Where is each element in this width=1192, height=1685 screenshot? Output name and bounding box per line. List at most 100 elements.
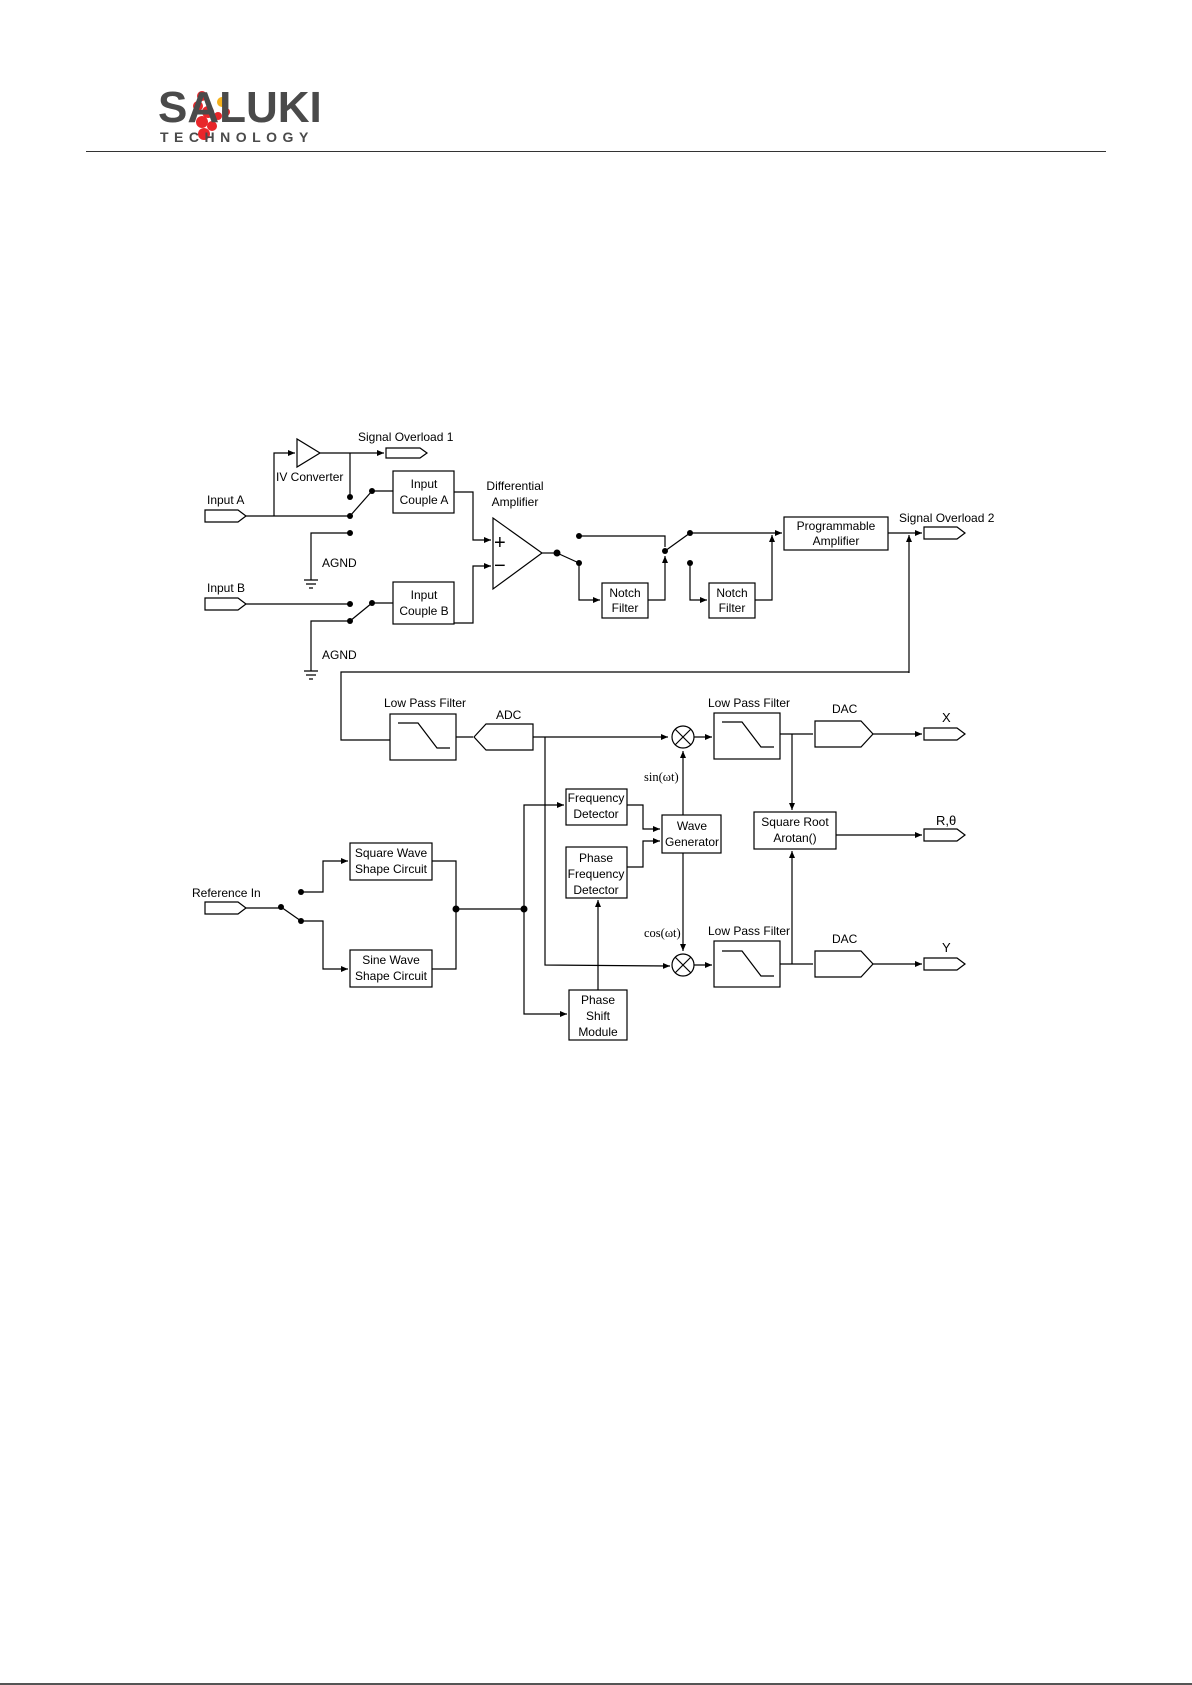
notch-filter-2-label: Filter <box>719 601 746 615</box>
input-b-port <box>204 597 247 611</box>
multiplier-y-icon <box>671 953 695 977</box>
low-pass-filter-y-box <box>713 940 781 988</box>
low-pass-filter-input-box <box>389 713 457 761</box>
programmable-amplifier-label: Programmable <box>797 519 876 533</box>
output-x-port <box>923 727 966 741</box>
frequency-detector-label: Frequency <box>568 791 625 805</box>
square-root-box <box>753 811 837 850</box>
plus-sign: + <box>494 532 506 554</box>
input-couple-a-label: Couple A <box>400 493 449 507</box>
phase-shift-module-label: Module <box>578 1025 618 1039</box>
wire <box>454 563 491 624</box>
wave-generator-label: Wave <box>677 819 708 833</box>
cos-label: cos(ωt) <box>644 926 681 940</box>
agnd-1-label: AGND <box>322 556 357 570</box>
reference-in-label: Reference In <box>192 886 261 900</box>
wire <box>544 737 671 969</box>
differential-amplifier-label: Differential <box>486 479 543 493</box>
input-b-label: Input B <box>207 581 245 595</box>
signal-overload-2-label: Signal Overload 2 <box>899 511 995 525</box>
output-r-label: R,θ <box>936 813 956 828</box>
output-y-label: Y <box>942 940 951 955</box>
notch-filter-1-label: Filter <box>612 601 639 615</box>
brand-subtitle: TECHNOLOGY <box>160 129 314 145</box>
dac-y-label: DAC <box>832 932 858 946</box>
low-pass-filter-y-label: Low Pass Filter <box>708 924 790 938</box>
wire <box>310 532 350 580</box>
multiplier-x-icon <box>671 725 695 749</box>
low-pass-filter-x-label: Low Pass Filter <box>708 696 790 710</box>
input-couple-b-label: Couple B <box>399 604 448 618</box>
wire <box>689 563 707 603</box>
phase-shift-module-label: Phase <box>581 993 615 1007</box>
saluki-logo-icon <box>193 91 230 140</box>
wire <box>578 563 600 603</box>
phase-frequency-detector-box <box>565 846 628 899</box>
frequency-detector-label: Detector <box>573 807 618 821</box>
signal-overload-1-port <box>385 447 429 459</box>
switch-notch-2 <box>664 532 691 552</box>
notch-filter-1-label: Notch <box>609 586 640 600</box>
square-wave-label: Square Wave <box>355 846 428 860</box>
lowpass-icon <box>722 950 774 977</box>
page-header: SALUKI TECHNOLOGY <box>0 0 1192 160</box>
wire <box>301 920 348 972</box>
square-wave-box <box>349 842 433 881</box>
agnd-2-label: AGND <box>322 648 357 662</box>
wave-generator-label: Generator <box>665 835 719 849</box>
wire <box>454 491 491 543</box>
sine-wave-label: Sine Wave <box>362 953 420 967</box>
square-root-label: Arotan() <box>773 831 816 845</box>
wire <box>755 535 775 601</box>
wire <box>432 860 457 970</box>
wire <box>340 671 909 741</box>
notch-filter-1-box <box>601 582 649 619</box>
input-couple-a-label: Input <box>411 477 438 491</box>
differential-amplifier-symbol <box>492 516 544 591</box>
header-divider <box>86 151 1106 152</box>
wire <box>579 535 666 547</box>
low-pass-filter-input-label: Low Pass Filter <box>384 696 466 710</box>
programmable-amplifier-label: Amplifier <box>813 534 860 548</box>
sine-wave-box <box>349 949 433 988</box>
signal-overload-2-port <box>923 526 966 540</box>
wire <box>523 802 564 909</box>
phase-frequency-detector-label: Detector <box>573 883 618 897</box>
output-x-label: X <box>942 710 951 725</box>
wire <box>648 556 668 601</box>
sine-wave-label: Shape Circuit <box>355 969 428 983</box>
footer-divider <box>0 1683 1192 1685</box>
dac-y-block <box>814 950 874 978</box>
phase-frequency-detector-label: Frequency <box>568 867 625 881</box>
wire <box>301 858 348 893</box>
adc-block <box>473 723 534 751</box>
agnd-symbol <box>304 670 318 680</box>
brand-name: SALUKI <box>158 83 322 132</box>
adc-label: ADC <box>496 708 522 722</box>
switch-a <box>349 490 373 517</box>
input-couple-b-box <box>392 581 455 625</box>
wire <box>523 909 567 1017</box>
switch-notch-1 <box>556 552 580 564</box>
signal-overload-1-label: Signal Overload 1 <box>358 430 454 444</box>
wire <box>627 838 660 868</box>
frequency-detector-box <box>565 788 628 826</box>
notch-filter-2-label: Notch <box>716 586 747 600</box>
notch-filter-2-box <box>708 582 756 619</box>
lowpass-icon <box>398 722 450 749</box>
switch-ref <box>280 906 302 922</box>
phase-frequency-detector-label: Phase <box>579 851 613 865</box>
minus-sign: − <box>494 555 506 577</box>
switch-b <box>349 602 373 622</box>
input-couple-b-label: Input <box>411 588 438 602</box>
input-a-port <box>204 509 247 523</box>
output-r-port <box>923 828 966 842</box>
dac-x-label: DAC <box>832 702 858 716</box>
output-y-port <box>923 957 966 971</box>
wire <box>627 804 660 832</box>
input-a-label: Input A <box>207 493 244 507</box>
agnd-symbol <box>304 579 318 589</box>
iv-converter-symbol <box>296 437 322 469</box>
square-wave-label: Shape Circuit <box>355 862 428 876</box>
